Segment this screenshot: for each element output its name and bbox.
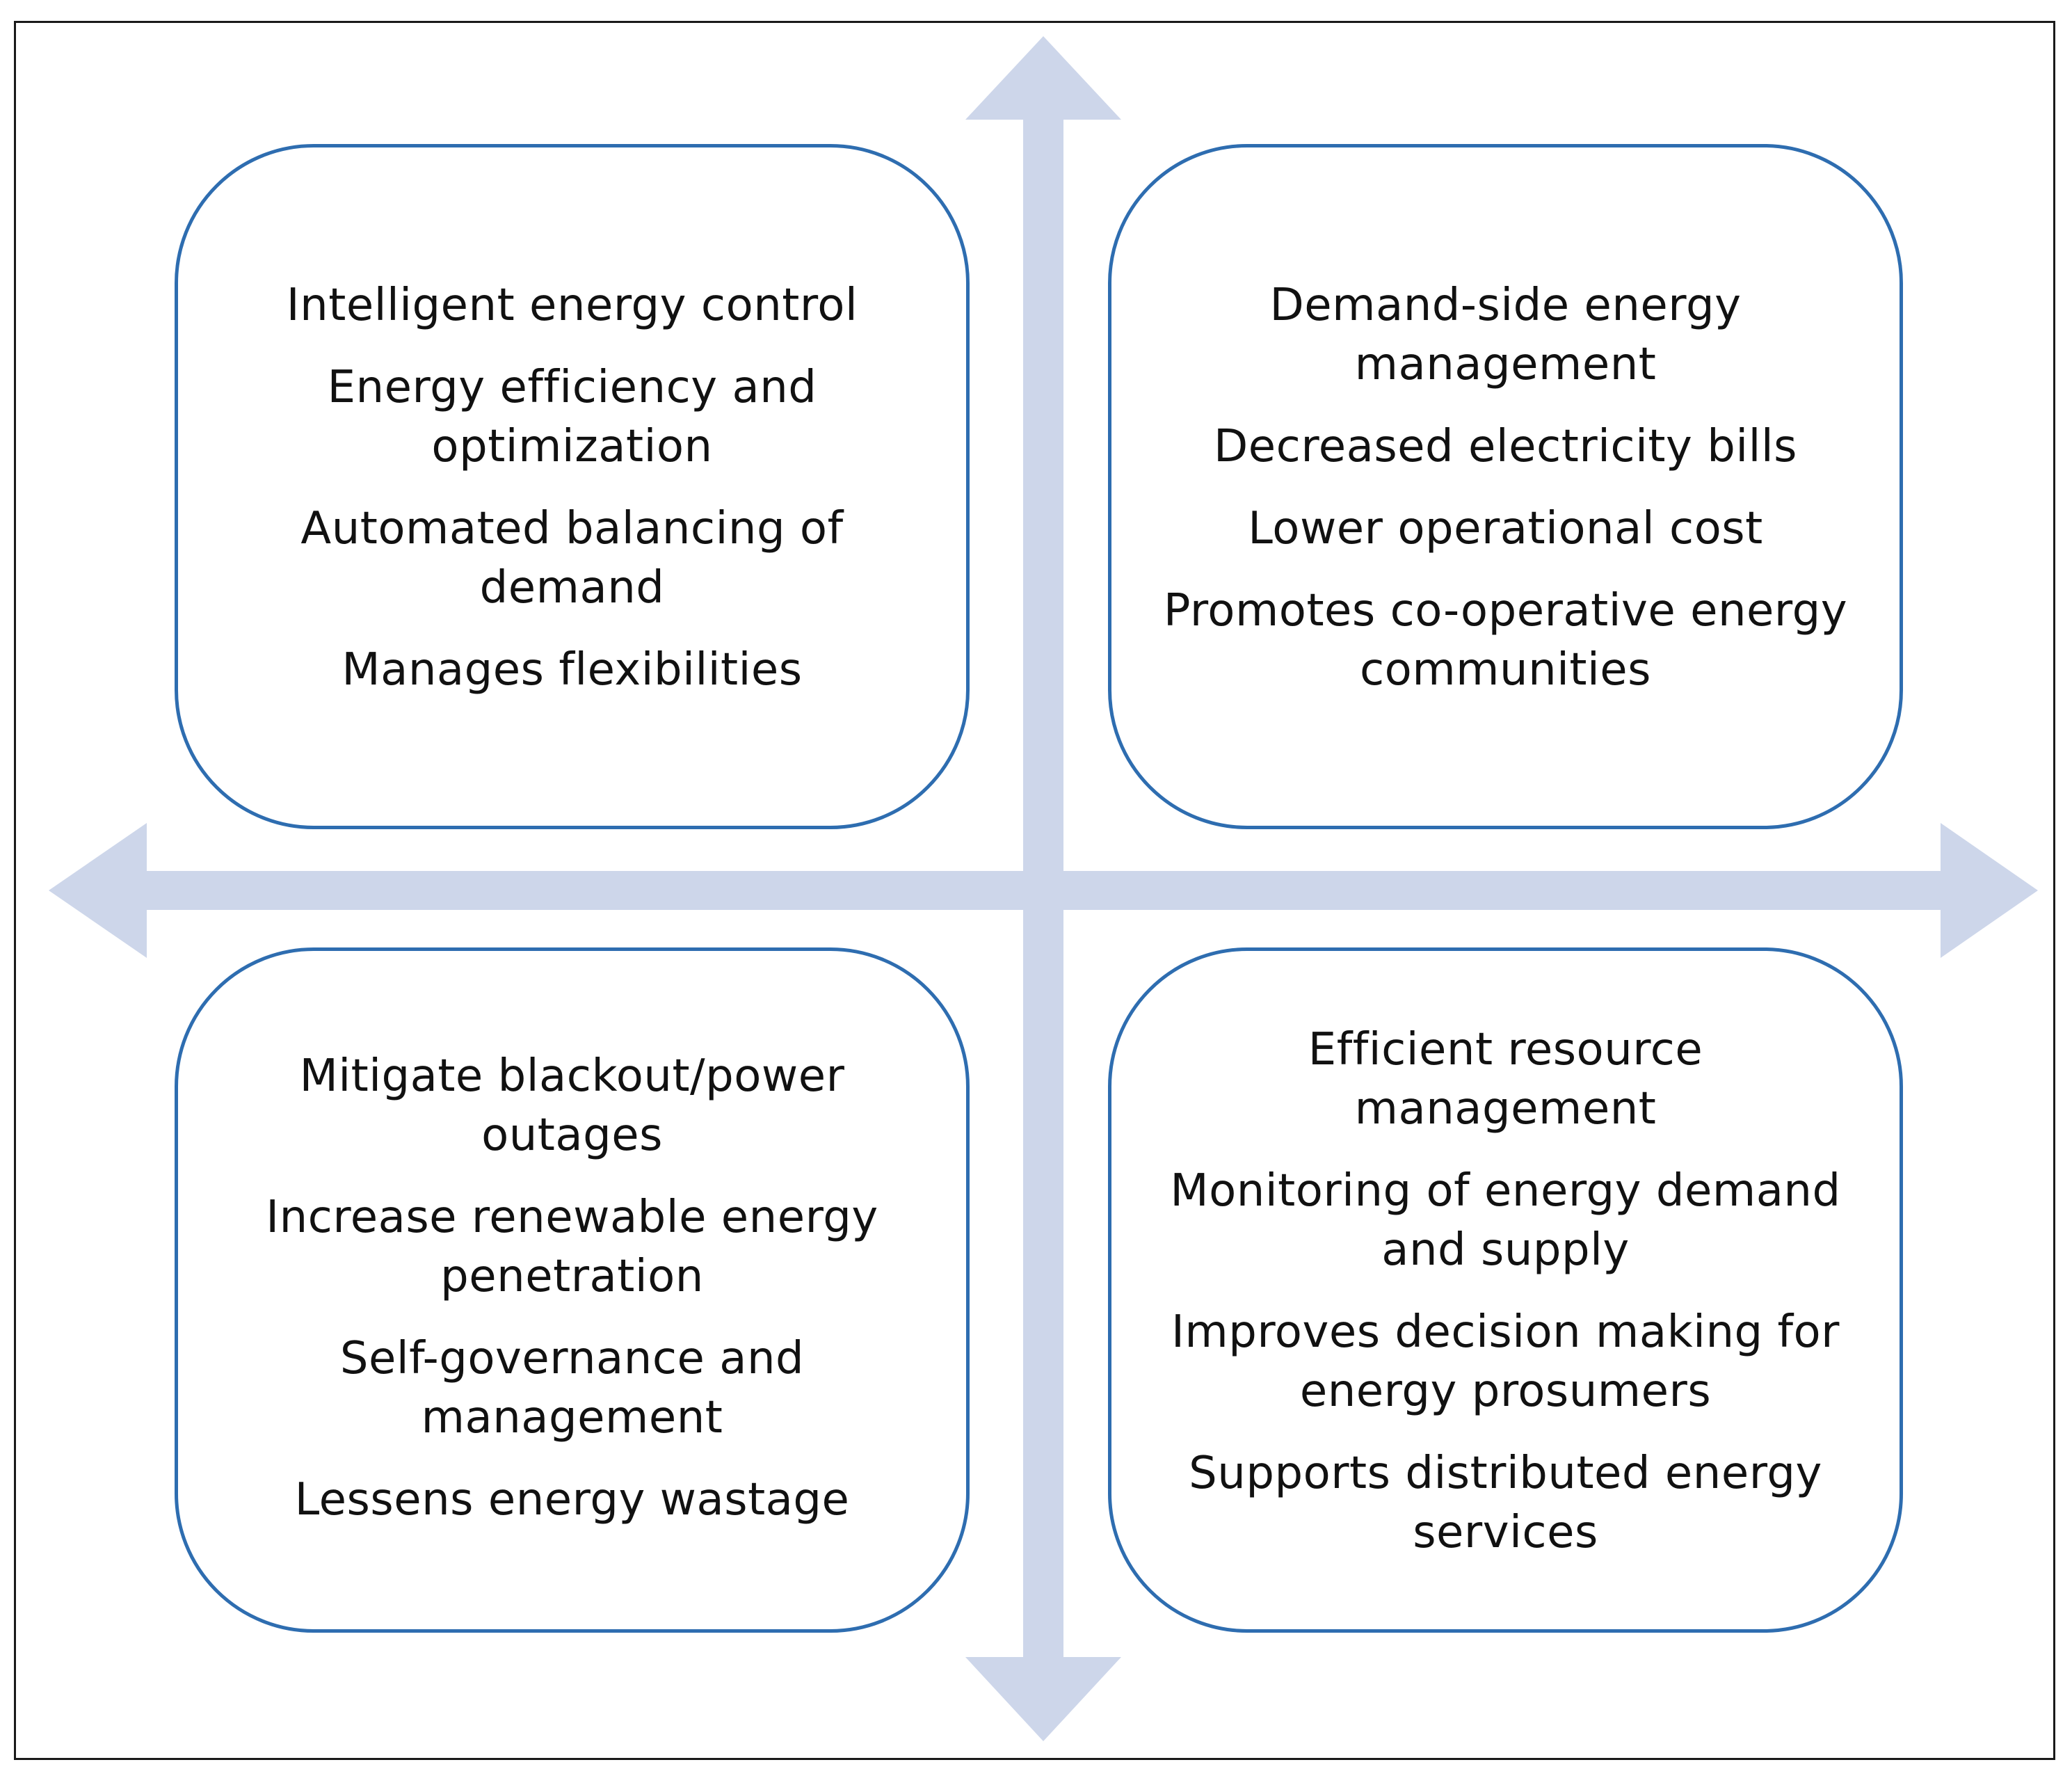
benefit-item: Supports distributed energy services	[1189, 1448, 1822, 1558]
benefit-item: Energy efficiency and optimization	[327, 362, 817, 472]
benefit-item: Lessens energy wastage	[294, 1474, 850, 1526]
figure-frame	[14, 21, 2055, 1760]
quadrant-top-left: Intelligent energy control Energy effici…	[175, 144, 970, 829]
benefit-item: Manages flexibilities	[342, 644, 803, 696]
benefit-item: Increase renewable energy penetration	[266, 1192, 878, 1302]
quadrant-bottom-left: Mitigate blackout/power outages Increase…	[175, 947, 970, 1633]
benefit-item: Demand-side energy management	[1269, 280, 1742, 390]
benefit-item: Self-governance and management	[339, 1333, 805, 1443]
benefit-item: Decreased electricity bills	[1213, 421, 1798, 472]
benefit-item: Mitigate blackout/power outages	[299, 1050, 845, 1161]
horizontal-double-arrow	[49, 823, 2038, 958]
quadrant-bottom-right: Efficient resource management Monitoring…	[1108, 947, 1903, 1633]
benefit-item: Promotes co-operative energy communities	[1163, 585, 1848, 696]
benefit-item: Intelligent energy control	[286, 280, 858, 331]
benefit-item: Lower operational cost	[1248, 503, 1763, 554]
benefit-item: Monitoring of energy demand and supply	[1170, 1165, 1841, 1276]
benefit-item: Improves decision making for energy pros…	[1171, 1306, 1840, 1417]
quadrant-top-right: Demand-side energy management Decreased …	[1108, 144, 1903, 829]
benefit-item: Automated balancing of demand	[300, 503, 844, 614]
benefit-item: Efficient resource management	[1308, 1024, 1703, 1135]
